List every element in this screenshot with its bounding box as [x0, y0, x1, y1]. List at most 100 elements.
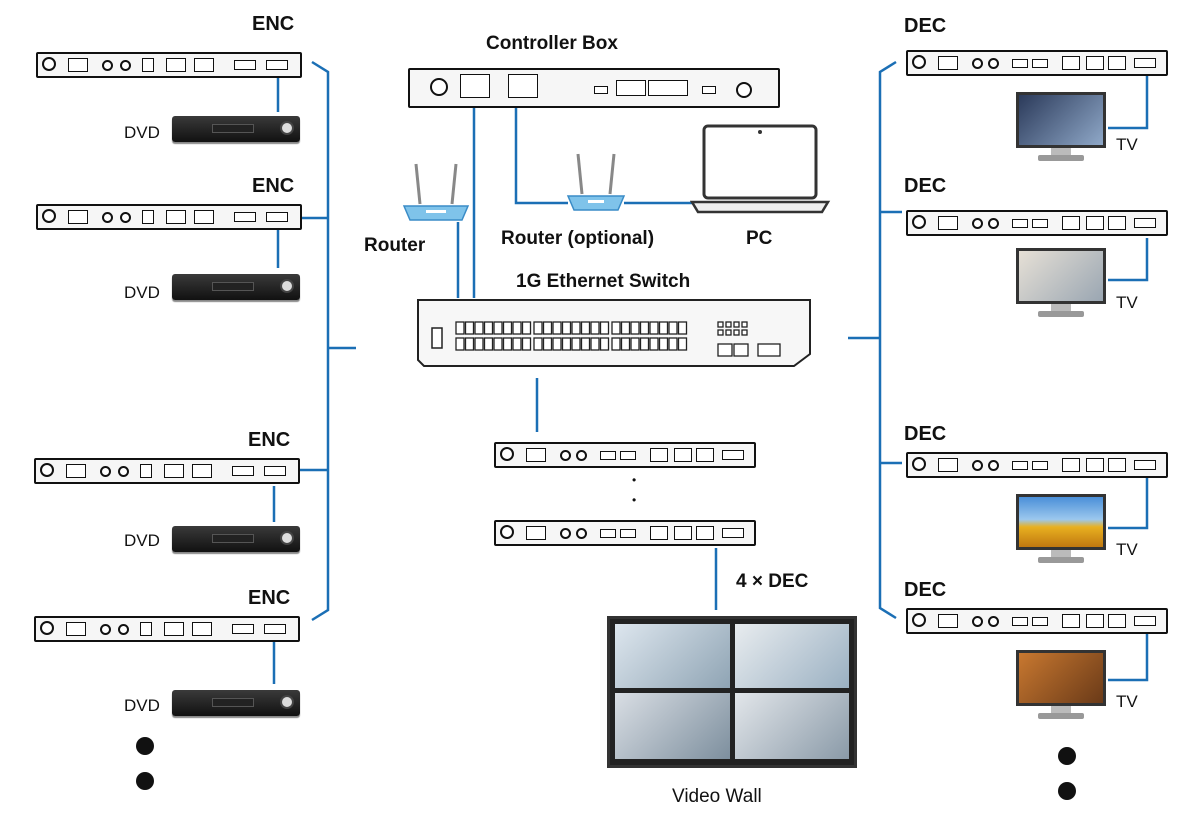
lan-port-icon	[526, 526, 546, 540]
switch-port	[483, 337, 494, 351]
rs232-icon	[164, 464, 184, 478]
dc-jack-icon	[500, 447, 514, 461]
usb-2-icon	[620, 529, 636, 538]
audio-in-icon	[674, 526, 692, 540]
ir-out-icon	[988, 218, 999, 229]
dec-tv-link-1	[1108, 76, 1149, 130]
ir-in-icon	[102, 60, 113, 71]
dc-jack-icon	[430, 78, 448, 96]
rs232-icon	[1062, 458, 1080, 472]
usb-host-icon	[142, 210, 154, 224]
audio-in-icon	[1086, 216, 1104, 230]
switch-port	[533, 337, 543, 351]
lan-port-icon	[938, 458, 958, 472]
wall-screen-3	[615, 693, 730, 759]
ir-out-icon	[120, 212, 131, 223]
rs232-icon	[166, 58, 186, 72]
hdmi-out-icon	[234, 212, 256, 222]
usb-2-icon	[620, 451, 636, 460]
switch-port	[493, 337, 503, 351]
usb-2-icon	[1032, 59, 1048, 68]
switch-port	[483, 321, 494, 335]
usb-1-icon	[600, 529, 616, 538]
ir-in-icon	[972, 460, 983, 471]
switch-port	[502, 337, 513, 351]
audio-in-icon	[674, 448, 692, 462]
switch-port	[571, 321, 581, 335]
usb-host-icon	[142, 58, 154, 72]
audio-out-icon	[1108, 56, 1126, 70]
decoder-device-2	[906, 210, 1168, 236]
wall-screen-4	[735, 693, 849, 759]
switch-port	[611, 337, 621, 351]
usb-2-icon	[1032, 219, 1048, 228]
dec-tv-link-4	[1108, 632, 1149, 682]
ir-out-icon	[118, 624, 129, 635]
ir-out-icon	[988, 58, 999, 69]
switch-port	[649, 321, 659, 335]
router-optional-icon	[566, 153, 626, 211]
dec-label-4: DEC	[904, 579, 947, 601]
switch-port	[677, 337, 688, 351]
dec-label-3: DEC	[904, 423, 947, 445]
switch-port	[639, 321, 650, 335]
hdmi-out-icon	[1134, 616, 1156, 626]
enc-label-2: ENC	[252, 175, 295, 197]
hdmi-in-icon	[266, 60, 288, 70]
ir-eye-icon	[736, 82, 752, 98]
switch-port	[521, 321, 532, 335]
rs232-icon	[1062, 614, 1080, 628]
switch-port	[611, 321, 621, 335]
ir-in-icon	[100, 466, 111, 477]
switch-port	[580, 337, 591, 351]
terminal-block-icon	[648, 80, 688, 96]
hdmi-out-icon	[722, 450, 744, 460]
hdmi-out-icon	[232, 466, 254, 476]
dec-label-1: DEC	[904, 15, 947, 37]
encoder-device-3	[34, 458, 300, 484]
hdmi-out-icon	[232, 624, 254, 634]
switch-port	[542, 337, 553, 351]
tv-label-2: TV	[1116, 293, 1138, 312]
dvd-label-4: DVD	[124, 696, 160, 715]
usb-1-icon	[1012, 219, 1028, 228]
dc-jack-icon	[500, 525, 514, 539]
switch-port	[552, 321, 562, 335]
audio-out-icon	[1108, 614, 1126, 628]
switch-port	[533, 321, 543, 335]
switch-port	[599, 321, 610, 335]
ir-level-switch-icon	[702, 86, 716, 94]
decoder-device-3	[906, 452, 1168, 478]
rs232-icon	[164, 622, 184, 636]
decoder-device-4	[906, 608, 1168, 634]
wall-screen-2	[735, 624, 849, 688]
lan-port-icon	[526, 448, 546, 462]
switch-port	[639, 337, 650, 351]
audio-in-icon	[1086, 56, 1104, 70]
switch-port	[561, 321, 572, 335]
usb-1-icon	[600, 451, 616, 460]
switch-port	[455, 321, 465, 335]
switch-port	[590, 321, 600, 335]
dec-bus-line	[878, 60, 897, 620]
audio-icon	[192, 622, 212, 636]
dec-label-2: DEC	[904, 175, 947, 197]
video-lan-port-icon	[460, 74, 490, 98]
video-wall-label: Video Wall	[672, 786, 762, 807]
lan-port-icon	[938, 56, 958, 70]
hdmi-in-icon	[264, 624, 286, 634]
dvd-label-1: DVD	[124, 123, 160, 142]
router-icon	[402, 163, 470, 221]
hdmi-out-icon	[1134, 218, 1156, 228]
audio-out-icon	[1108, 458, 1126, 472]
switch-port	[464, 321, 475, 335]
switch-port	[630, 337, 640, 351]
hdmi-out-icon	[1134, 460, 1156, 470]
ir-out-icon	[576, 528, 587, 539]
dec-tv-link-3	[1108, 476, 1149, 530]
ir-out-icon	[120, 60, 131, 71]
more-dec-dot-1	[1058, 747, 1076, 765]
switch-port	[561, 337, 572, 351]
